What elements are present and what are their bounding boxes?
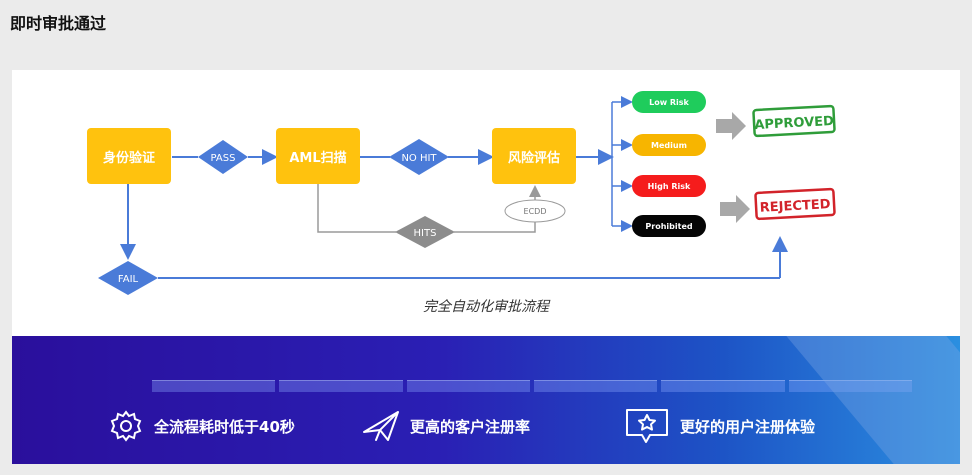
- banner-slant-decoration: [786, 336, 960, 464]
- risk-high: High Risk: [632, 175, 706, 197]
- rejected-stamp-text: REJECTED: [759, 197, 831, 216]
- risk-medium-label: Medium: [651, 141, 687, 150]
- risk-high-label: High Risk: [648, 182, 691, 191]
- edge-ecdd-ellipse: ECDD: [504, 199, 566, 223]
- feature-user-experience-label: 更好的用户注册体验: [680, 417, 816, 436]
- approved-arrow-icon: [716, 112, 746, 140]
- approved-stamp: APPROVED: [752, 104, 836, 138]
- banner-decoration: [152, 380, 912, 392]
- star-screen-icon: [624, 407, 670, 445]
- flow-card: 身份验证 AML扫描 风险评估 PASS NO HIT HITS FAIL: [12, 70, 960, 336]
- node-identity-label: 身份验证: [103, 150, 155, 166]
- edge-hits-diamond: HITS: [395, 216, 455, 248]
- edge-pass-diamond: PASS: [198, 140, 248, 174]
- node-risk-label: 风险评估: [508, 150, 560, 166]
- edge-no-hit-diamond: NO HIT: [389, 139, 449, 175]
- feature-speed-label: 全流程耗时低于40秒: [154, 417, 295, 436]
- edge-fail-label: FAIL: [118, 274, 139, 285]
- risk-low: Low Risk: [632, 91, 706, 113]
- edge-fail-diamond: FAIL: [98, 261, 158, 295]
- risk-medium: Medium: [632, 134, 706, 156]
- edge-hits-label: HITS: [414, 228, 437, 239]
- approved-stamp-text: APPROVED: [754, 114, 834, 133]
- rejected-arrow-icon: [720, 195, 750, 223]
- node-risk-assessment: 风险评估: [492, 128, 576, 184]
- gear-icon: [108, 408, 144, 444]
- approval-flow-diagram: 身份验证 AML扫描 风险评估 PASS NO HIT HITS FAIL: [87, 91, 836, 295]
- risk-prohibited: Prohibited: [632, 215, 706, 237]
- feature-registration-rate-label: 更高的客户注册率: [410, 417, 531, 436]
- risk-prohibited-label: Prohibited: [645, 222, 692, 231]
- flow-caption: 完全自动化审批流程: [423, 299, 549, 315]
- node-aml-label: AML扫描: [289, 150, 346, 166]
- node-identity-verification: 身份验证: [87, 128, 171, 184]
- feature-banner: 全流程耗时低于40秒 更高的客户注册率 更好的用户注册体验: [12, 336, 960, 464]
- rejected-stamp: REJECTED: [754, 187, 836, 221]
- feature-user-experience: 更好的用户注册体验: [624, 408, 815, 444]
- edge-no-hit-label: NO HIT: [401, 153, 437, 164]
- node-aml-scan: AML扫描: [276, 128, 360, 184]
- page-title: 即时审批通过: [10, 14, 107, 33]
- edge-ecdd-label: ECDD: [524, 207, 547, 216]
- feature-speed: 全流程耗时低于40秒: [108, 408, 295, 444]
- feature-registration-rate: 更高的客户注册率: [362, 408, 530, 444]
- risk-low-label: Low Risk: [649, 98, 689, 107]
- paper-plane-icon: [362, 408, 400, 444]
- edge-pass-label: PASS: [211, 153, 236, 164]
